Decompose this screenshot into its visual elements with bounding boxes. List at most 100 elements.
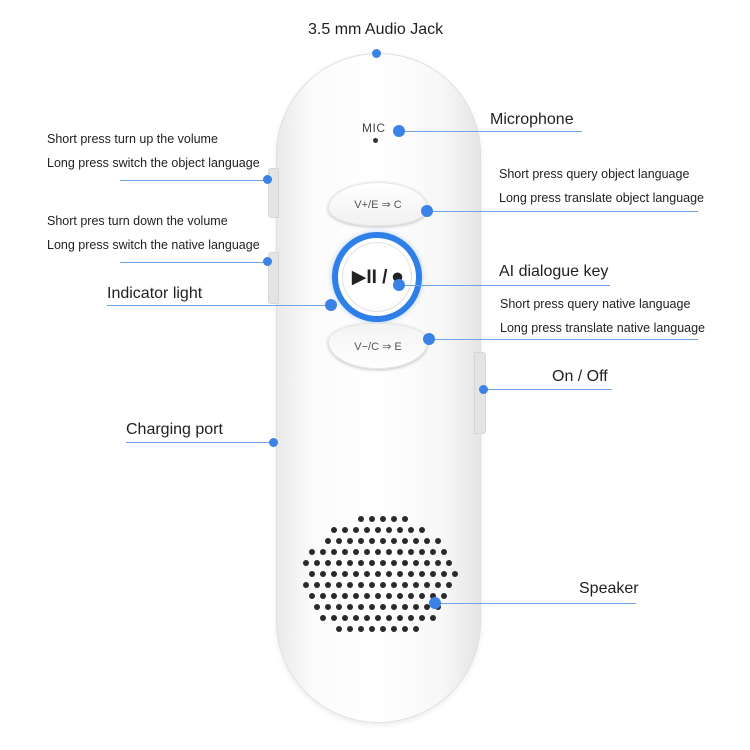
speaker-hole [342, 549, 348, 555]
speaker-hole [303, 560, 309, 566]
speaker-hole [358, 626, 364, 632]
speaker-hole [402, 538, 408, 544]
label-object-short: Short press query object language [499, 167, 690, 181]
speaker-hole [408, 593, 414, 599]
dot-ai-key [393, 279, 405, 291]
line-charging [126, 442, 274, 443]
speaker-hole [364, 615, 370, 621]
speaker-hole [446, 582, 452, 588]
dot-charging [269, 438, 278, 447]
speaker-hole [413, 560, 419, 566]
speaker-hole [419, 615, 425, 621]
speaker-hole [380, 582, 386, 588]
speaker-hole [314, 604, 320, 610]
speaker-hole [419, 549, 425, 555]
label-audio-jack: 3.5 mm Audio Jack [308, 21, 444, 38]
speaker-hole [347, 538, 353, 544]
speaker-hole [369, 538, 375, 544]
speaker-hole [320, 593, 326, 599]
label-vol-down-long: Long press switch the native language [47, 238, 260, 252]
dot-speaker [429, 597, 441, 609]
speaker-hole [380, 604, 386, 610]
dot-microphone [393, 125, 405, 137]
speaker-hole [347, 560, 353, 566]
speaker-hole [430, 571, 436, 577]
line-indicator [107, 305, 331, 306]
speaker-hole [435, 538, 441, 544]
speaker-hole [380, 626, 386, 632]
translator-device [276, 53, 481, 723]
speaker-hole [391, 582, 397, 588]
speaker-hole [452, 571, 458, 577]
speaker-hole [375, 549, 381, 555]
speaker-hole [347, 582, 353, 588]
speaker-hole [375, 615, 381, 621]
speaker-hole [397, 615, 403, 621]
speaker-hole [369, 560, 375, 566]
speaker-hole [336, 626, 342, 632]
speaker-hole [380, 516, 386, 522]
speaker-hole [358, 516, 364, 522]
speaker-hole [375, 527, 381, 533]
speaker-hole [413, 582, 419, 588]
speaker-hole [309, 593, 315, 599]
speaker-hole [369, 604, 375, 610]
speaker-hole [375, 593, 381, 599]
speaker-hole [331, 527, 337, 533]
volume-down-side-button[interactable] [268, 252, 279, 304]
dot-native [423, 333, 435, 345]
line-vol-up [120, 180, 268, 181]
speaker-hole [391, 560, 397, 566]
speaker-hole [424, 538, 430, 544]
speaker-hole [325, 604, 331, 610]
dot-object [421, 205, 433, 217]
speaker-hole [331, 571, 337, 577]
label-object-long: Long press translate object language [499, 191, 705, 205]
speaker-hole [446, 560, 452, 566]
label-charging: Charging port [126, 421, 223, 438]
speaker-hole [402, 560, 408, 566]
speaker-hole [358, 582, 364, 588]
label-speaker: Speaker [579, 580, 639, 597]
speaker-hole [325, 538, 331, 544]
dot-audio-jack [372, 49, 381, 58]
speaker-hole [303, 582, 309, 588]
speaker-hole [424, 582, 430, 588]
speaker-hole [369, 516, 375, 522]
mic-hole [373, 138, 378, 143]
speaker-hole [441, 593, 447, 599]
native-language-button[interactable]: V−/C ⇒ E [328, 323, 428, 369]
speaker-grille [300, 512, 460, 642]
speaker-hole [336, 538, 342, 544]
label-vol-up-long: Long press switch the object language [47, 156, 260, 170]
line-speaker [436, 603, 636, 604]
speaker-hole [320, 549, 326, 555]
speaker-hole [331, 549, 337, 555]
dot-on-off [479, 385, 488, 394]
speaker-hole [320, 571, 326, 577]
speaker-hole [309, 571, 315, 577]
speaker-hole [386, 593, 392, 599]
speaker-hole [419, 527, 425, 533]
line-native [430, 339, 698, 340]
object-language-button[interactable]: V+/E ⇒ C [328, 182, 428, 226]
speaker-hole [430, 615, 436, 621]
label-on-off: On / Off [552, 368, 608, 385]
ai-dialogue-button[interactable]: ▶II / ⏺ [342, 242, 412, 312]
speaker-hole [424, 560, 430, 566]
speaker-hole [408, 549, 414, 555]
speaker-hole [391, 626, 397, 632]
speaker-hole [413, 604, 419, 610]
speaker-hole [386, 549, 392, 555]
speaker-hole [369, 582, 375, 588]
speaker-hole [331, 593, 337, 599]
speaker-hole [347, 626, 353, 632]
speaker-hole [413, 626, 419, 632]
volume-up-side-button[interactable] [268, 168, 279, 218]
speaker-hole [408, 615, 414, 621]
speaker-hole [386, 527, 392, 533]
dot-vol-down [263, 257, 272, 266]
speaker-hole [353, 549, 359, 555]
label-indicator: Indicator light [107, 285, 203, 302]
speaker-hole [380, 538, 386, 544]
